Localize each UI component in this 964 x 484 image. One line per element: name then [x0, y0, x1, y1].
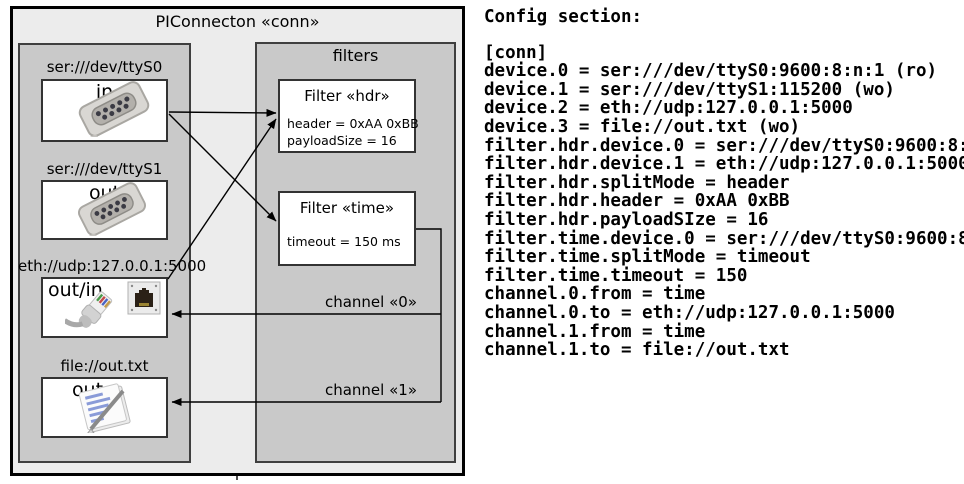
config-line: channel.1.to = file://out.txt [484, 340, 790, 361]
ethernet-plug-icon [65, 291, 113, 328]
filter-time-title: Filter «time» [299, 199, 395, 217]
config-line: device.2 = eth://udp:127.0.0.1:5000 [484, 98, 853, 119]
filter-hdr-property: payloadSize = 16 [287, 133, 397, 148]
ethernet-port-icon [127, 281, 161, 315]
config-line: filter.time.device.0 = ser:///dev/ttyS0:… [484, 228, 964, 249]
serial-connector-icon [78, 182, 146, 236]
filter-time-box: Filter «time» timeout = 150 ms [278, 191, 416, 266]
diagram-title: PIConnecton «conn» [155, 12, 320, 31]
device-label-file: file://out.txt [60, 357, 149, 375]
config-line: channel.0.from = time [484, 284, 706, 305]
config-line: [conn] [484, 42, 548, 63]
filter-hdr-property: header = 0xAA 0xBB [287, 116, 419, 131]
device-label-ttys0: ser:///dev/ttyS0 [46, 58, 163, 76]
device-box-ttys1: out [41, 180, 168, 240]
filters-panel-title: filters [332, 46, 379, 65]
config-line: device.3 = file://out.txt (wo) [484, 116, 801, 137]
filter-time-property: timeout = 150 ms [287, 234, 401, 249]
device-label-eth: eth://udp:127.0.0.1:5000 [18, 257, 207, 275]
config-line: filter.hdr.payloadSIze = 16 [484, 209, 769, 230]
config-line: filter.time.splitMode = timeout [484, 247, 811, 268]
config-line: device.1 = ser:///dev/ttyS1:115200 (wo) [484, 79, 895, 100]
filter-hdr-title: Filter «hdr» [304, 87, 390, 105]
device-box-ttys0: in [41, 79, 168, 142]
config-line: filter.hdr.device.1 = eth://udp:127.0.0.… [484, 154, 964, 175]
config-line: channel.1.from = time [484, 321, 706, 342]
config-line: device.0 = ser:///dev/ttyS0:9600:8:n:1 (… [484, 61, 938, 82]
notepad-icon [78, 383, 131, 433]
device-port-label: out/in [48, 279, 103, 301]
config-line: filter.time.timeout = 150 [484, 265, 748, 286]
channel-1-label: channel «1» [324, 381, 417, 399]
channel-0-label: channel «0» [324, 293, 417, 311]
filter-hdr-box: Filter «hdr» header = 0xAA 0xBB payloadS… [278, 79, 419, 153]
serial-connector-icon [78, 81, 150, 137]
config-line: channel.0.to = eth://udp:127.0.0.1:5000 [484, 302, 895, 323]
config-lines: [conn] device.0 = ser:///dev/ttyS0:9600:… [484, 42, 964, 361]
config-line: filter.hdr.device.0 = ser:///dev/ttyS0:9… [484, 135, 964, 156]
config-heading: Config section: [484, 7, 643, 27]
config-section: Config section: [conn] device.0 = ser://… [484, 8, 964, 360]
config-line: filter.hdr.splitMode = header [484, 172, 790, 193]
device-box-eth: out/in [41, 277, 168, 338]
config-line: filter.hdr.header = 0xAA 0xBB [484, 191, 790, 212]
device-box-file: out [41, 377, 168, 438]
device-label-ttys1: ser:///dev/ttyS1 [46, 160, 163, 178]
